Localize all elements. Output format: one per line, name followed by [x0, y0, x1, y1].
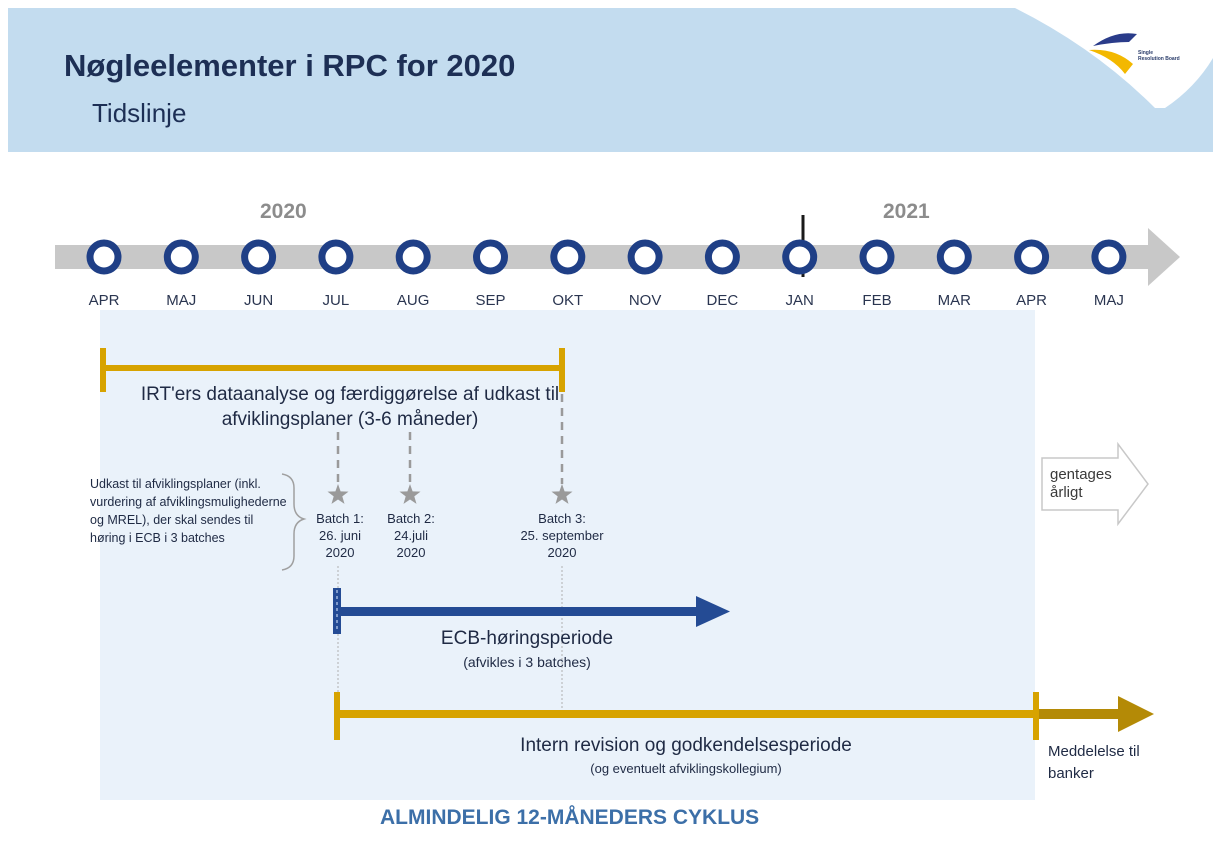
month-node-2: [241, 239, 277, 275]
repeat-label: gentages årligt: [1050, 466, 1112, 501]
month-label-6: OKT: [552, 292, 584, 309]
month-label-10: FEB: [862, 292, 892, 309]
batch2-star-icon: [399, 484, 421, 504]
month-node-6: [550, 239, 586, 275]
month-label-8: DEC: [706, 292, 739, 309]
batch3-title: Batch 3:: [538, 511, 586, 526]
ecb-arrow-bar: [341, 607, 701, 616]
ecb-title: ECB-høringsperiode: [440, 628, 614, 649]
month-node-5: [473, 239, 508, 275]
month-label-9: JAN: [785, 292, 814, 309]
cycle-area: [100, 310, 1035, 800]
month-node-1: [163, 239, 199, 275]
month-node-12: [1014, 239, 1050, 275]
header-band: [8, 8, 1213, 152]
month-label-3: JUL: [322, 292, 350, 309]
batch1-label: Batch 1: 26. juni 2020: [316, 510, 364, 561]
notice-arrow-bar: [1039, 709, 1121, 719]
month-node-11: [936, 239, 972, 275]
batch3-star-icon: [551, 484, 573, 504]
month-label-5: SEP: [475, 292, 506, 309]
ecb-arrowhead-icon: [696, 596, 730, 627]
year-label-2021: 2021: [883, 200, 930, 223]
batch3-year: 2020: [547, 545, 577, 560]
note-brace: [281, 473, 307, 571]
month-label-7: NOV: [628, 292, 662, 309]
month-node-10: [859, 239, 895, 275]
batch3-date: 25. september: [520, 528, 604, 543]
month-node-9: [782, 239, 818, 275]
month-label-2: JUN: [244, 292, 274, 309]
internal-subtitle: (og eventuelt afviklingskollegium): [590, 761, 782, 776]
batch1-title: Batch 1:: [316, 511, 364, 526]
cycle-footer: ALMINDELIG 12-MÅNEDERS CYKLUS: [380, 806, 760, 829]
repeat-arrow-icon: [1041, 441, 1149, 527]
drafts-note: Udkast til afviklingsplaner (inkl. vurde…: [90, 477, 287, 545]
ecb-subtitle: (afvikles i 3 batches): [463, 654, 591, 670]
month-node-8: [704, 239, 740, 275]
batch1-star-icon: [327, 484, 349, 504]
month-label-11: MAR: [937, 292, 971, 309]
logo-text: Single Resolution Board: [1138, 50, 1198, 62]
srb-logo: [1015, 8, 1213, 108]
batch3-label: Batch 3: 25. september 2020: [520, 510, 603, 561]
month-label-4: AUG: [396, 292, 430, 309]
month-label-13: MAJ: [1093, 292, 1124, 309]
month-node-3: [318, 239, 354, 275]
batch2-label: Batch 2: 24.juli 2020: [387, 510, 435, 561]
notice-label: Meddelelse til banker: [1048, 743, 1140, 782]
year-label-2020: 2020: [260, 200, 307, 223]
month-node-4: [395, 239, 431, 275]
month-node-0: [86, 239, 122, 275]
logo-swoosh-blue-icon: [1093, 33, 1137, 46]
logo-text-line1: Single: [1138, 50, 1154, 56]
page-title: Nøgleelementer i RPC for 2020: [64, 48, 516, 83]
batch1-year: 2020: [325, 545, 355, 560]
month-label-1: MAJ: [166, 292, 197, 309]
page-subtitle: Tidslinje: [92, 98, 187, 128]
timeline-arrowhead-icon: [1148, 228, 1180, 286]
notice-arrowhead-icon: [1118, 696, 1154, 732]
batch2-date: 24.juli: [394, 528, 428, 543]
internal-title: Intern revision og godkendelsesperiode: [520, 735, 852, 756]
batch2-year: 2020: [396, 545, 426, 560]
month-label-0: APR: [88, 292, 120, 309]
logo-text-line2: Resolution Board: [1138, 56, 1180, 62]
month-node-7: [627, 239, 663, 275]
month-label-12: APR: [1016, 292, 1048, 309]
month-node-13: [1091, 239, 1127, 275]
batch2-title: Batch 2:: [387, 511, 435, 526]
timeline-bar: [55, 245, 1150, 269]
logo-swoosh-yellow-icon: [1089, 49, 1133, 74]
month-nodes: [86, 239, 1127, 275]
batch1-date: 26. juni: [319, 528, 361, 543]
irt-label: IRT'ers dataanalyse og færdiggørelse af …: [140, 384, 560, 430]
